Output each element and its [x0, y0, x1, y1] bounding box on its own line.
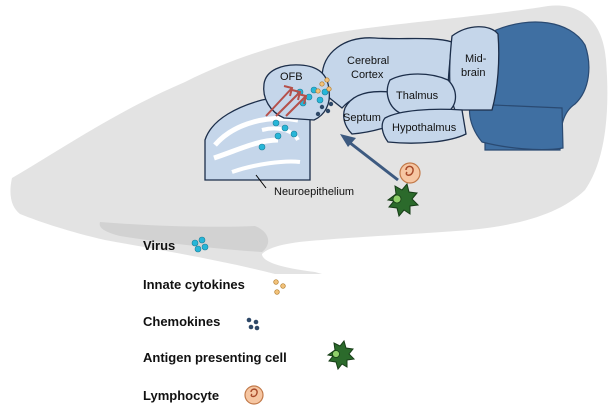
legend-label-chemokines: Chemokines	[143, 314, 220, 329]
label-cerebral-cortex-line2: Cortex	[351, 69, 384, 81]
legend-label-apc: Antigen presenting cell	[143, 350, 287, 365]
hypothalamus-region	[381, 108, 467, 144]
virus-particle	[305, 93, 313, 101]
virus-particle	[274, 132, 282, 140]
virus-particle	[321, 88, 329, 96]
legend: Virus Innate cytokines Chemokines Antige…	[143, 236, 356, 405]
legend-virus-icon	[191, 236, 209, 253]
legend-label-lymphocyte: Lymphocyte	[143, 388, 219, 403]
label-ofb: OFB	[280, 71, 303, 83]
virus-particle	[281, 124, 289, 132]
lymphocyte-cell-diagram	[399, 162, 421, 184]
label-cerebral-cortex-line1: Cerebral	[347, 55, 389, 67]
virus-migration-arrows	[265, 85, 308, 117]
label-septum: Septum	[343, 112, 381, 124]
cytokine-particles	[315, 77, 332, 94]
legend-chemokine-icon	[246, 317, 260, 331]
immune-recruitment-arrow	[340, 134, 399, 182]
legend-cytokine-icon	[273, 279, 286, 295]
apc-cell-diagram	[386, 182, 420, 218]
label-neuroepithelium: Neuroepithelium	[274, 186, 354, 198]
virus-particle	[258, 143, 266, 151]
brainstem-region	[468, 103, 564, 151]
label-hypothalamus: Hypothalmus	[392, 122, 457, 134]
label-midbrain-line2: brain	[461, 67, 485, 79]
virus-particle	[290, 130, 298, 138]
legend-lymphocyte-icon	[244, 385, 264, 405]
virus-particle	[272, 119, 280, 127]
legend-label-innate-cytokines: Innate cytokines	[143, 277, 245, 292]
neuroepithelium-leader-line	[255, 174, 267, 189]
label-midbrain-line1: Mid-	[465, 53, 487, 65]
legend-apc-icon	[326, 339, 356, 371]
label-thalamus: Thalmus	[396, 90, 439, 102]
legend-label-virus: Virus	[143, 238, 175, 253]
thalamus-region	[386, 73, 457, 115]
virus-particle	[316, 96, 324, 104]
brain-regions	[263, 21, 590, 151]
chemokine-particles	[315, 101, 334, 117]
